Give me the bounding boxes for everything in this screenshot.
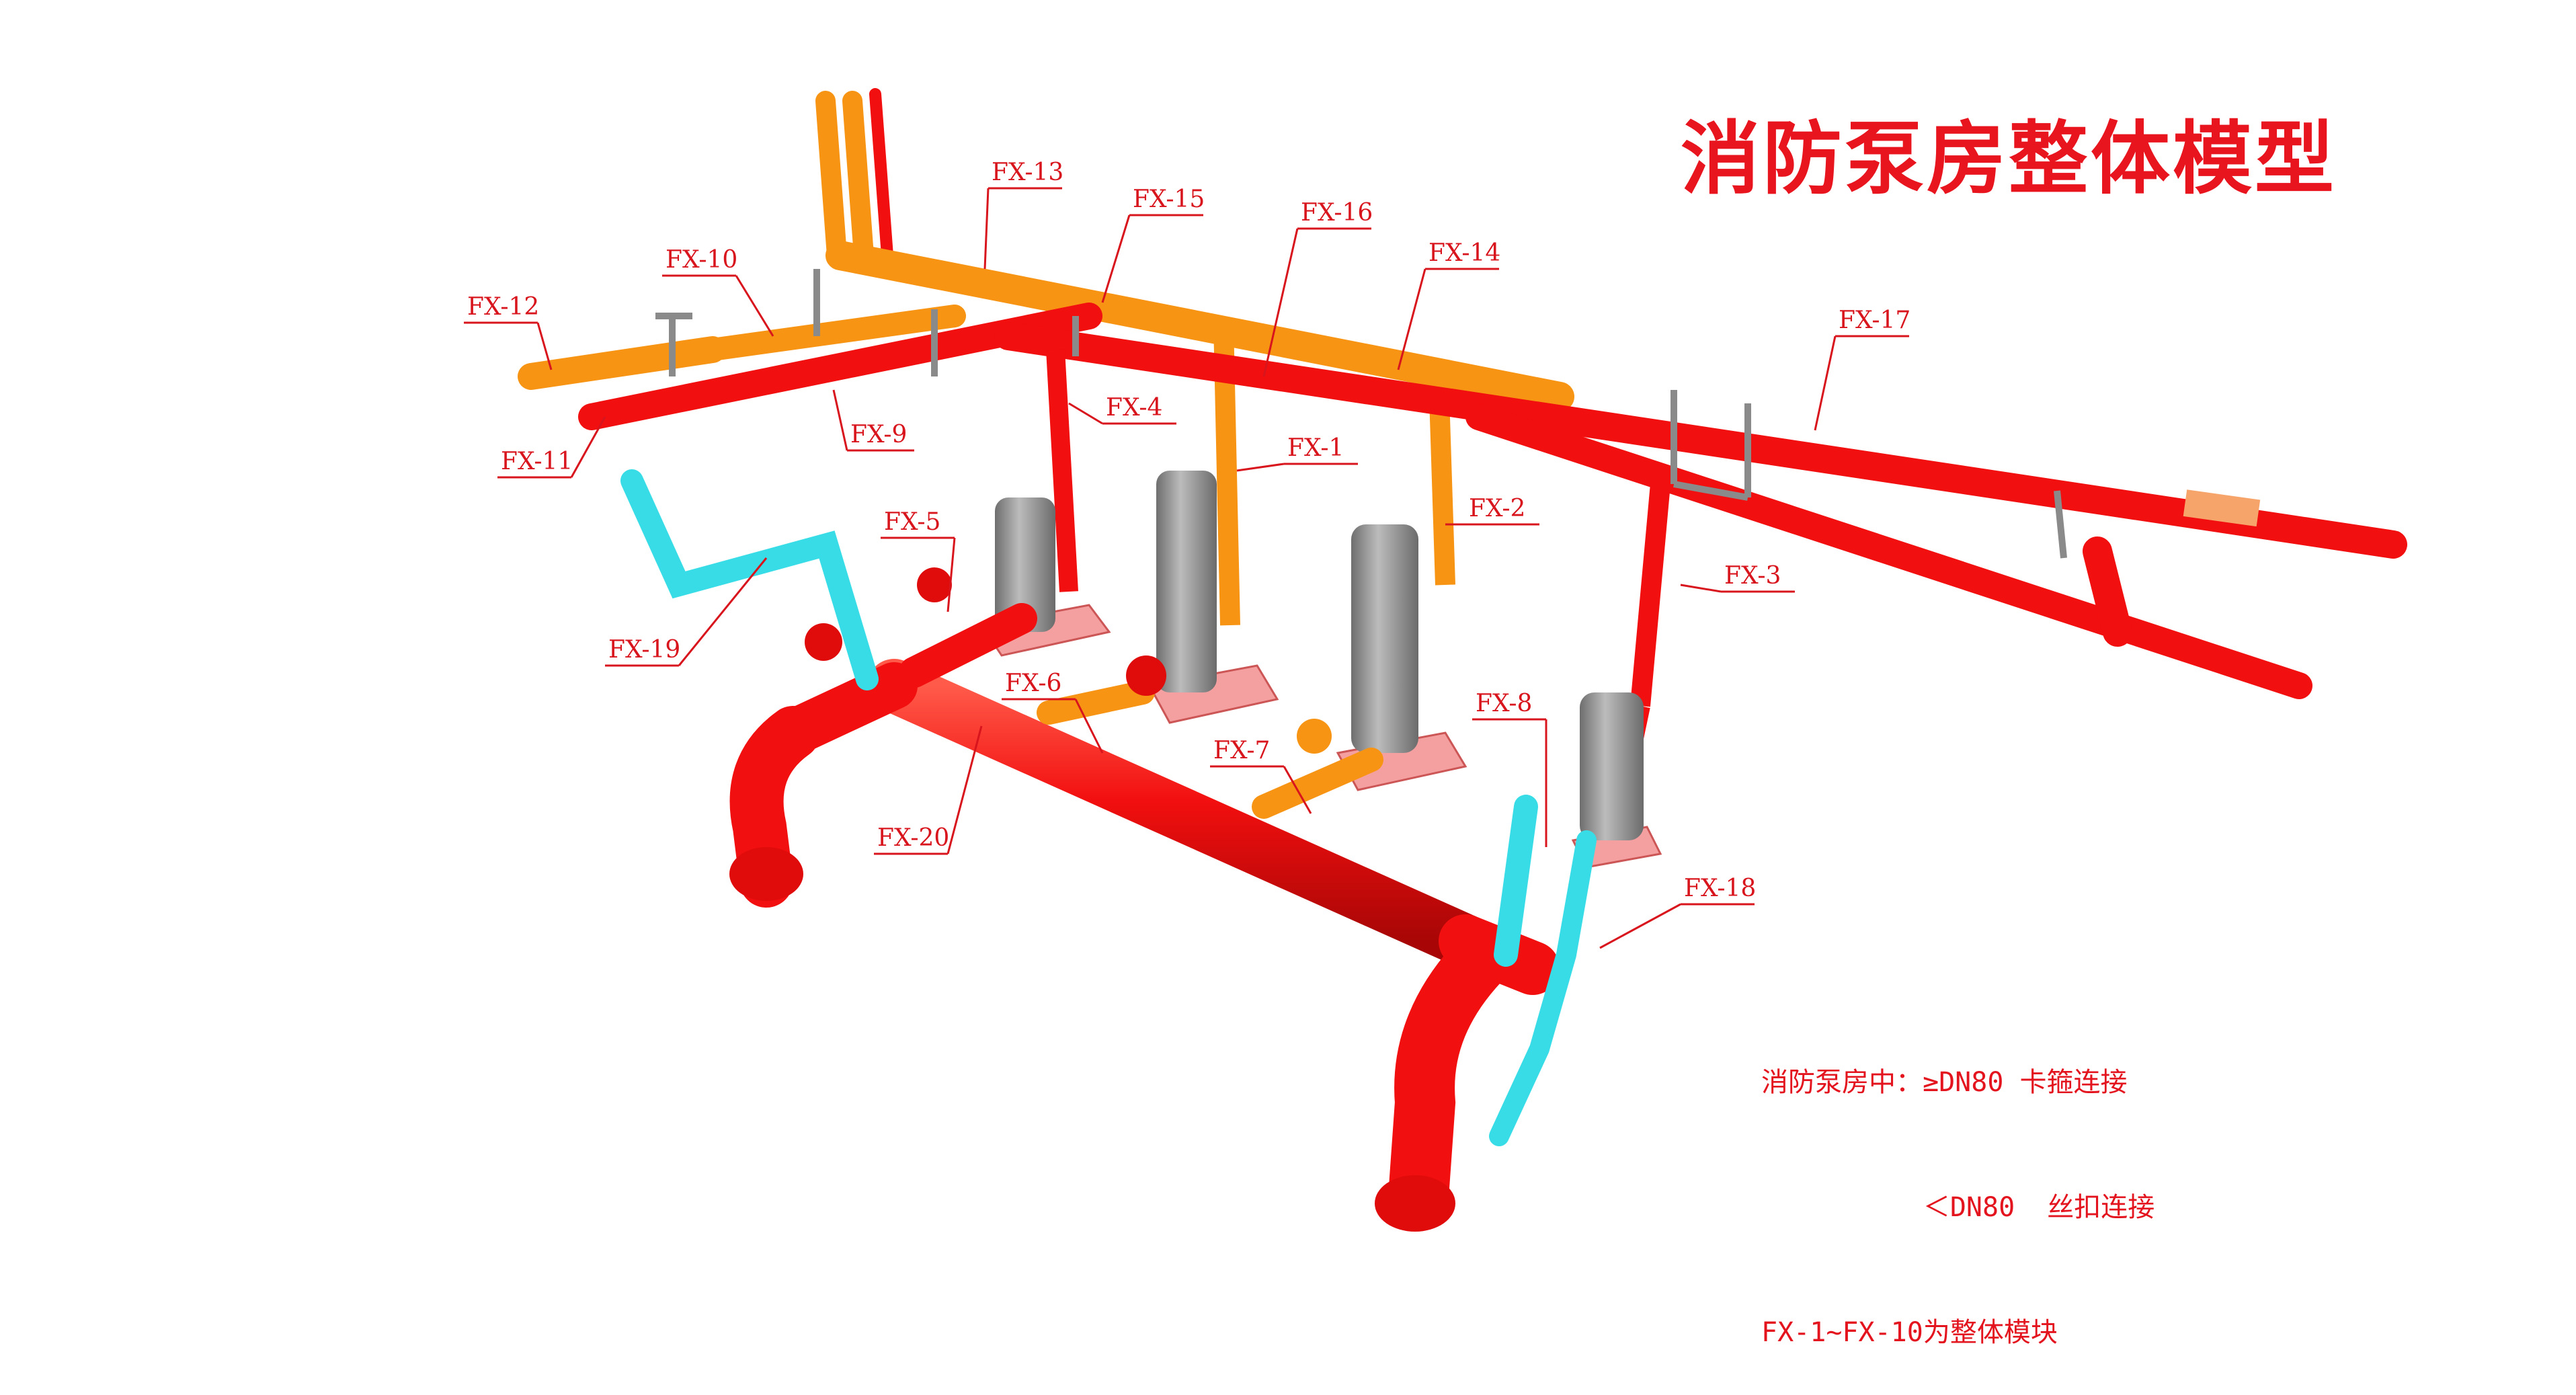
fx-2-text: FX-2 [1469, 495, 1525, 522]
callout-labels: FX-12 FX-10 FX-13 FX-15 FX-16 FX-14 [464, 159, 1910, 949]
label-fx-9: FX-9 [832, 389, 914, 452]
fx-14-text: FX-14 [1428, 239, 1500, 267]
fx-1-text: FX-1 [1287, 434, 1344, 462]
pipe-supports [655, 269, 2067, 559]
label-fx-13: FX-13 [983, 159, 1063, 270]
diagram-title: 消防泵房整体模型 [1681, 112, 2337, 205]
label-fx-16: FX-16 [1262, 199, 1373, 377]
fx-18-text: FX-18 [1684, 875, 1756, 902]
label-fx-10: FX-10 [662, 246, 774, 337]
fx-5-text: FX-5 [884, 508, 940, 536]
fx-15-text: FX-15 [1133, 186, 1205, 213]
label-fx-4: FX-4 [1068, 394, 1176, 425]
fx-11-text: FX-11 [501, 448, 573, 475]
label-fx-3: FX-3 [1680, 562, 1795, 593]
fx-17-text: FX-17 [1839, 307, 1910, 334]
red-upper-main-pipes [578, 303, 2407, 836]
fx-8-text: FX-8 [1476, 690, 1532, 717]
label-fx-1: FX-1 [1236, 434, 1358, 472]
fx-4-text: FX-4 [1106, 394, 1162, 422]
fx-3-text: FX-3 [1724, 562, 1781, 590]
fire-pump-1 [979, 497, 1111, 657]
note-line-3: FX-1~FX-10为整体模块 [1761, 1317, 2058, 1348]
fx-16-text: FX-16 [1301, 199, 1373, 227]
connection-notes: 消防泵房中：≥DN80 卡箍连接 ＜DN80 丝扣连接 FX-1~FX-10为整… [1761, 978, 2155, 1395]
note-line-2: ＜DN80 丝扣连接 [1761, 1192, 2155, 1223]
fx-9-text: FX-9 [850, 421, 907, 448]
fx-10-text: FX-10 [666, 246, 737, 274]
fx-7-text: FX-7 [1213, 737, 1270, 764]
red-suction-header [729, 567, 1560, 1232]
label-fx-8: FX-8 [1472, 690, 1547, 847]
fx-6-text: FX-6 [1005, 670, 1061, 697]
fx-19-text: FX-19 [608, 636, 680, 664]
label-fx-11: FX-11 [497, 416, 606, 479]
fx-13-text: FX-13 [992, 159, 1063, 186]
label-fx-5: FX-5 [881, 508, 956, 612]
label-fx-19: FX-19 [605, 557, 768, 667]
fx-12-text: FX-12 [467, 293, 539, 321]
fx-20-text: FX-20 [877, 824, 949, 852]
label-fx-12: FX-12 [464, 293, 553, 370]
label-fx-7: FX-7 [1210, 737, 1312, 814]
label-fx-18: FX-18 [1599, 875, 1756, 949]
label-fx-20: FX-20 [874, 725, 983, 855]
label-fx-2: FX-2 [1445, 495, 1539, 526]
note-line-1: 消防泵房中：≥DN80 卡箍连接 [1761, 1067, 2128, 1098]
label-fx-17: FX-17 [1814, 307, 1910, 431]
fire-pump-3 [1336, 524, 1467, 791]
fire-pump-2 [1148, 471, 1279, 724]
label-fx-15: FX-15 [1101, 186, 1205, 303]
cyan-pipes [620, 469, 1597, 1146]
label-fx-6: FX-6 [1002, 670, 1104, 754]
label-fx-14: FX-14 [1397, 239, 1500, 370]
